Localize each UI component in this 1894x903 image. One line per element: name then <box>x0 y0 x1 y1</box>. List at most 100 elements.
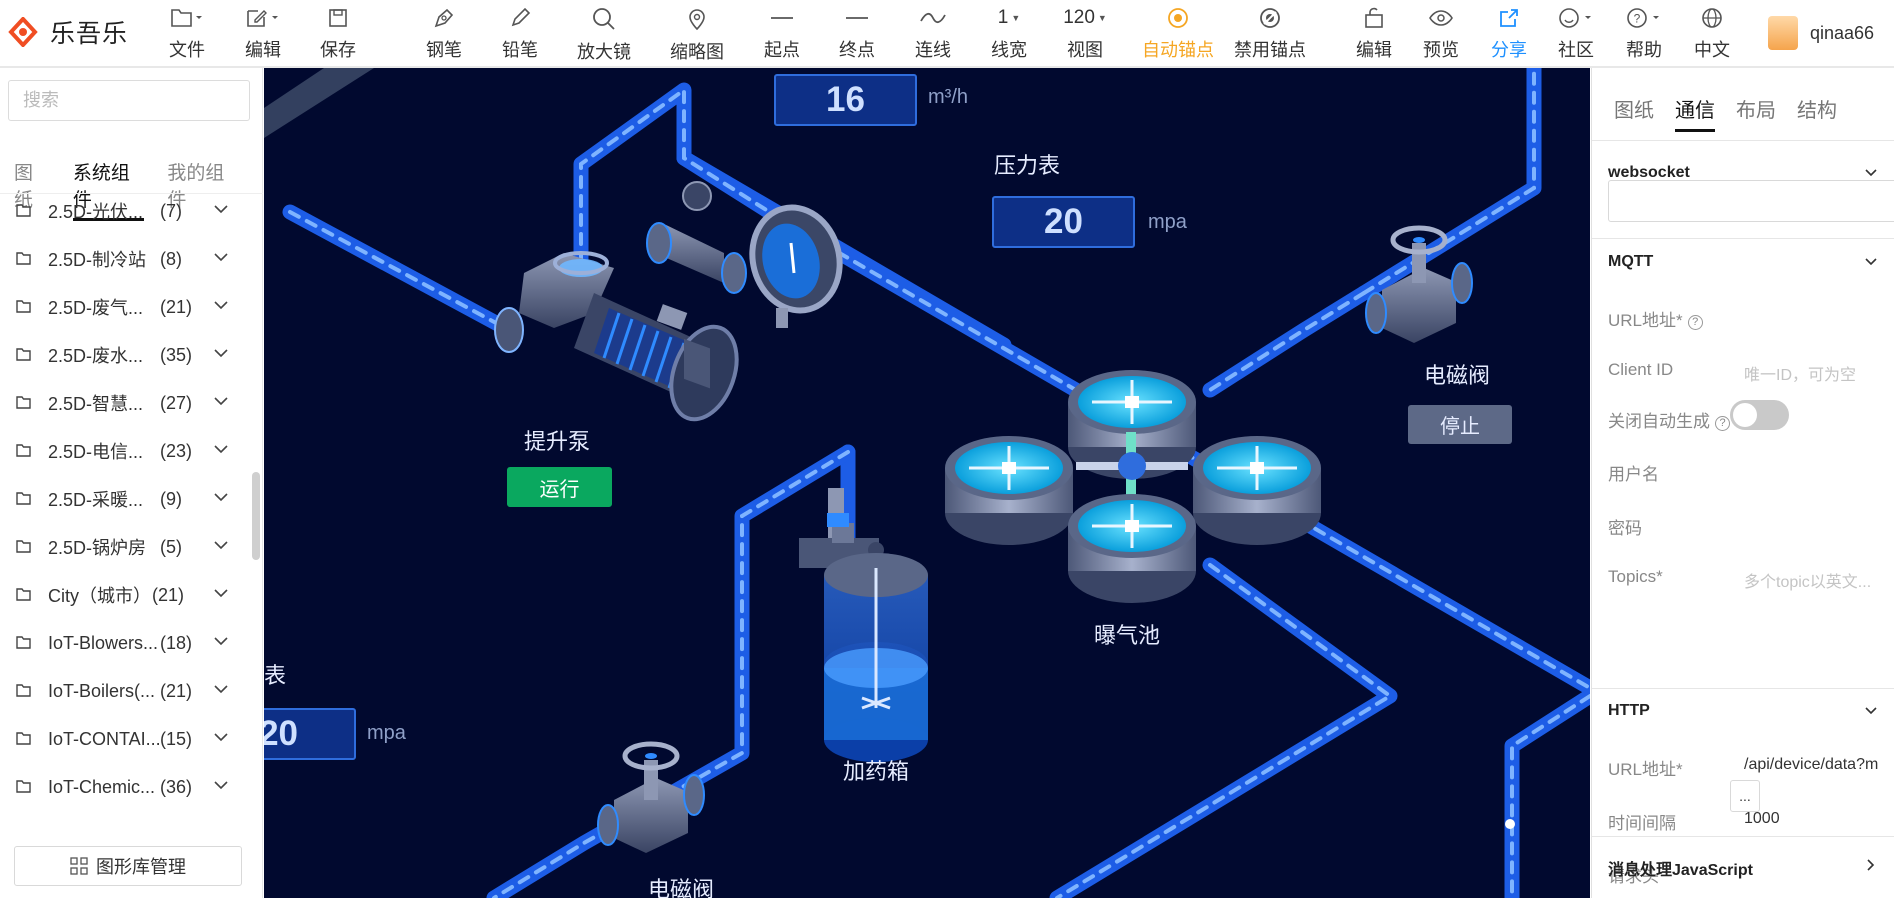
aeration-tank-group[interactable] <box>945 370 1321 603</box>
chevron-down-icon[interactable] <box>212 680 230 698</box>
tab-drawing[interactable]: 图纸 <box>1614 100 1654 122</box>
flow-value-box[interactable]: 16 <box>774 74 917 126</box>
top-toolbar: 乐吾乐 文件 编辑 保存 钢笔 铅笔 放大镜 缩略图 起点 终点 连线 1 ▼ <box>0 0 1894 68</box>
chevron-down-icon[interactable] <box>212 728 230 746</box>
app-logo[interactable]: 乐吾乐 <box>8 14 128 50</box>
view-zoom-select[interactable]: 120▼ 视图 <box>1055 6 1115 62</box>
websocket-url-input[interactable] <box>1608 180 1894 222</box>
connect-line-tool[interactable]: 连线 <box>903 6 963 62</box>
auto-gen-toggle[interactable] <box>1730 400 1789 430</box>
chevron-down-icon[interactable] <box>212 392 230 410</box>
file-menu[interactable]: 文件 <box>157 6 217 62</box>
chevron-down-icon[interactable] <box>212 584 230 602</box>
flow-meter[interactable] <box>646 181 747 389</box>
start-point-tool[interactable]: 起点 <box>752 6 812 62</box>
tab-drawings[interactable]: 图纸 <box>14 163 34 211</box>
tab-layout[interactable]: 布局 <box>1736 100 1776 122</box>
valve-stop-button[interactable]: 停止 <box>1408 405 1512 444</box>
solenoid-valve-bottom[interactable] <box>597 741 705 853</box>
folder-icon <box>16 684 31 697</box>
category-item[interactable]: 2.5D-光伏...(7) <box>0 192 250 234</box>
help-menu[interactable]: ? 帮助 <box>1614 6 1674 62</box>
chevron-down-icon[interactable] <box>212 200 230 218</box>
lift-pump[interactable] <box>494 251 749 428</box>
app-name: 乐吾乐 <box>50 20 129 48</box>
tab-my-components[interactable]: 我的组件 <box>167 163 225 211</box>
chevron-down-icon[interactable] <box>212 488 230 506</box>
pump-run-button[interactable]: 运行 <box>507 467 612 507</box>
edit-menu[interactable]: 编辑 <box>233 6 293 62</box>
category-item[interactable]: IoT-Chemic...(36) <box>0 764 250 810</box>
drawing-canvas[interactable]: 16 m³/h 压力表 20 mpa 提升泵 运行 电磁阀 停止 曝气池 加药箱… <box>264 68 1590 898</box>
end-point-tool[interactable]: 终点 <box>827 6 887 62</box>
dosing-tank[interactable] <box>799 488 928 762</box>
thumbnail-tool[interactable]: 缩略图 <box>667 6 727 62</box>
category-name: IoT-Boilers(... <box>48 680 156 701</box>
chevron-down-icon[interactable] <box>212 344 230 362</box>
share-button[interactable]: 分享 <box>1479 6 1539 62</box>
community-menu[interactable]: 社区 <box>1546 6 1606 62</box>
pencil-tool[interactable]: 铅笔 <box>490 6 550 62</box>
category-item[interactable]: IoT-Boilers(...(21) <box>0 668 250 714</box>
category-item[interactable]: City（城市）(21) <box>0 572 250 618</box>
left-value-box[interactable]: 20 <box>264 708 356 760</box>
tab-system-components[interactable]: 系统组件 <box>72 158 145 221</box>
chevron-down-icon[interactable] <box>212 536 230 554</box>
category-item[interactable]: 2.5D-锅炉房(5) <box>0 524 250 570</box>
edit-label: 编辑 <box>245 40 281 60</box>
chevron-down-icon[interactable] <box>212 776 230 794</box>
auto-anchor-tool[interactable]: 自动锚点 <box>1142 6 1214 62</box>
topics-input[interactable]: 多个topic以英文... <box>1744 574 1872 591</box>
search-input[interactable] <box>8 80 250 121</box>
anchor-point[interactable] <box>1505 819 1515 829</box>
chevron-down-icon[interactable] <box>212 248 230 266</box>
http-url-input[interactable]: /api/device/data?m <box>1744 756 1879 773</box>
category-name: 2.5D-智慧... <box>48 394 144 414</box>
user-menu[interactable]: qinaa66 <box>1768 16 1874 50</box>
category-item[interactable]: 2.5D-废气...(21) <box>0 284 250 330</box>
pen-tool[interactable]: 钢笔 <box>414 6 474 62</box>
tab-structure[interactable]: 结构 <box>1797 100 1837 122</box>
caret-down-icon: ▼ <box>1097 13 1107 23</box>
dosing-tank-label: 加药箱 <box>843 759 910 784</box>
chevron-right-icon[interactable] <box>1864 858 1878 872</box>
category-name: IoT-Blowers... <box>48 632 159 653</box>
chevron-down-icon[interactable] <box>212 296 230 314</box>
line-width-value: 1 <box>997 7 1009 28</box>
chevron-down-icon[interactable] <box>212 632 230 650</box>
disable-anchor-tool[interactable]: 禁用锚点 <box>1234 6 1306 62</box>
js-section[interactable]: 消息处理JavaScript <box>1592 836 1894 898</box>
pressure-gauge[interactable] <box>741 198 851 328</box>
pressure-value-box[interactable]: 20 <box>992 196 1135 248</box>
help-circle-icon[interactable]: ? <box>1715 416 1730 431</box>
folder-icon <box>16 396 31 409</box>
category-item[interactable]: 2.5D-智慧...(27) <box>0 380 250 426</box>
edit-mode-button[interactable]: 编辑 <box>1344 6 1404 62</box>
magnifier-tool[interactable]: 放大镜 <box>574 6 634 62</box>
chevron-down-icon[interactable] <box>212 440 230 458</box>
client-id-input[interactable]: 唯一ID，可为空 <box>1744 367 1857 384</box>
chevron-down-icon[interactable] <box>1864 255 1878 269</box>
interval-input[interactable]: 1000 <box>1744 810 1780 827</box>
category-item[interactable]: 2.5D-制冷站(8) <box>0 236 250 282</box>
language-menu[interactable]: 中文 <box>1682 6 1742 62</box>
library-manage-button[interactable]: 图形库管理 <box>14 846 242 886</box>
category-item[interactable]: IoT-Blowers...(18) <box>0 620 250 666</box>
preview-button[interactable]: 预览 <box>1411 6 1471 62</box>
chevron-down-icon[interactable] <box>1864 166 1878 180</box>
chevron-down-icon[interactable] <box>1864 704 1878 718</box>
category-item[interactable]: 2.5D-采暖...(9) <box>0 476 250 522</box>
save-button[interactable]: 保存 <box>308 6 368 62</box>
help-circle-icon[interactable]: ? <box>1687 315 1703 330</box>
solenoid-valve-right[interactable] <box>1365 225 1473 343</box>
properties-panel: 图纸 通信 布局 结构 websocket MQTT URL地址*? Clien… <box>1591 68 1894 898</box>
pencil-label: 铅笔 <box>502 40 538 60</box>
line-width-select[interactable]: 1▼ 线宽 <box>979 6 1039 62</box>
category-item[interactable]: 2.5D-电信...(23) <box>0 428 250 474</box>
left-scrollbar[interactable] <box>252 472 260 560</box>
tab-communication[interactable]: 通信 <box>1675 94 1715 132</box>
interval-label: 时间间隔 <box>1608 814 1676 833</box>
category-item[interactable]: IoT-CONTAI...(15) <box>0 716 250 762</box>
category-item[interactable]: 2.5D-废水...(35) <box>0 332 250 378</box>
headers-edit-button[interactable]: ... <box>1730 780 1760 812</box>
